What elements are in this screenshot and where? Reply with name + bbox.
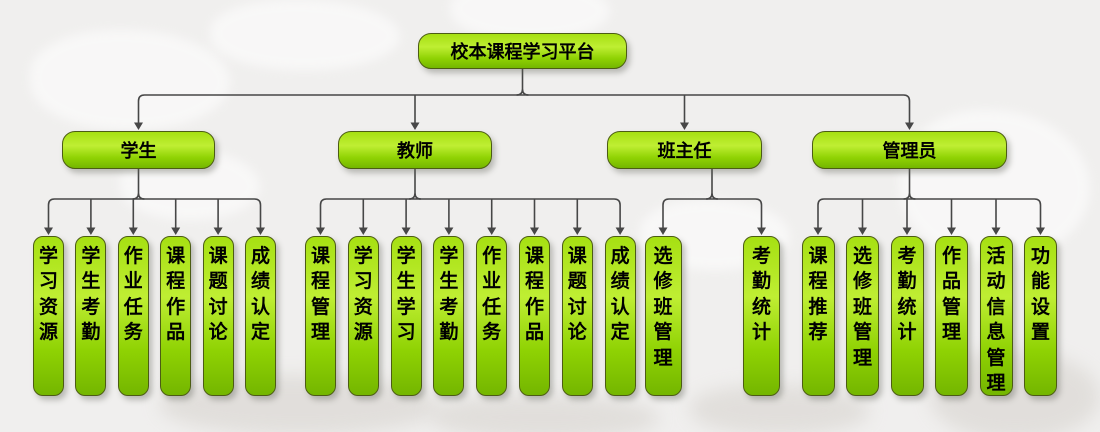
branch-node-label: 教师 bbox=[397, 141, 433, 162]
leaf-node-label: 成绩认定 bbox=[610, 245, 630, 344]
leaf-node-label: 课题讨论 bbox=[567, 245, 587, 344]
leaf-node-students-5: 课题讨论 bbox=[202, 236, 234, 396]
leaf-node-teachers-4: 学生考勤 bbox=[433, 236, 465, 396]
leaf-node-admin-1: 课程推荐 bbox=[801, 236, 835, 396]
leaf-node-teachers-3: 学生学习 bbox=[390, 236, 422, 396]
leaf-node-label: 作品管理 bbox=[941, 245, 961, 344]
leaf-node-label: 学习资源 bbox=[353, 245, 373, 344]
leaf-node-label: 学习资源 bbox=[38, 245, 58, 344]
branch-node-students: 学生 bbox=[62, 131, 215, 169]
leaf-node-label: 考勤统计 bbox=[897, 245, 917, 344]
leaf-node-teachers-6: 课程作品 bbox=[519, 236, 550, 396]
leaf-node-label: 课题讨论 bbox=[208, 245, 228, 344]
root-node: 校本课程学习平台 bbox=[418, 33, 627, 69]
leaf-node-admin-4: 作品管理 bbox=[935, 236, 968, 396]
leaf-node-label: 选修班管理 bbox=[852, 245, 872, 369]
leaf-node-admin-5: 活动信息管理 bbox=[979, 236, 1013, 396]
leaf-node-label: 学生考勤 bbox=[439, 245, 459, 344]
leaf-node-label: 课程作品 bbox=[166, 245, 186, 344]
leaf-node-admin-2: 选修班管理 bbox=[846, 236, 879, 396]
root-node-label: 校本课程学习平台 bbox=[450, 42, 595, 63]
branch-node-teachers: 教师 bbox=[338, 131, 492, 169]
branch-node-label: 管理员 bbox=[882, 141, 937, 162]
leaf-node-head-teacher-1: 选修班管理 bbox=[644, 236, 682, 396]
leaf-node-teachers-5: 作业任务 bbox=[476, 236, 508, 396]
branch-node-label: 班主任 bbox=[657, 141, 712, 162]
leaf-node-label: 成绩认定 bbox=[250, 245, 270, 344]
leaf-node-label: 考勤统计 bbox=[751, 245, 771, 344]
leaf-node-label: 课程作品 bbox=[524, 245, 544, 344]
leaf-node-label: 学生考勤 bbox=[81, 245, 101, 344]
leaf-node-teachers-2: 学习资源 bbox=[347, 236, 379, 396]
leaf-node-label: 作业任务 bbox=[482, 245, 502, 344]
leaf-node-label: 学生学习 bbox=[396, 245, 416, 344]
leaf-node-students-1: 学习资源 bbox=[33, 236, 64, 396]
branch-node-head-teacher: 班主任 bbox=[607, 131, 762, 169]
leaf-node-students-2: 学生考勤 bbox=[75, 236, 107, 396]
leaf-node-label: 课程推荐 bbox=[808, 245, 828, 344]
branch-node-label: 学生 bbox=[120, 141, 157, 162]
leaf-node-students-3: 作业任务 bbox=[117, 236, 149, 396]
leaf-node-label: 作业任务 bbox=[123, 245, 143, 344]
leaf-node-teachers-7: 课题讨论 bbox=[561, 236, 593, 396]
leaf-node-students-6: 成绩认定 bbox=[245, 236, 276, 396]
leaf-node-teachers-8: 成绩认定 bbox=[604, 236, 636, 396]
leaf-node-students-4: 课程作品 bbox=[160, 236, 192, 396]
leaf-node-admin-3: 考勤统计 bbox=[890, 236, 924, 396]
leaf-node-label: 功能设置 bbox=[1030, 245, 1050, 344]
leaf-node-head-teacher-2: 考勤统计 bbox=[743, 236, 780, 396]
leaf-node-label: 课程管理 bbox=[310, 245, 330, 344]
leaf-node-label: 选修班管理 bbox=[653, 245, 673, 369]
leaf-node-label: 活动信息管理 bbox=[986, 245, 1006, 395]
leaf-node-admin-6: 功能设置 bbox=[1024, 236, 1057, 396]
leaf-node-teachers-1: 课程管理 bbox=[305, 236, 336, 396]
branch-node-admin: 管理员 bbox=[812, 131, 1007, 169]
